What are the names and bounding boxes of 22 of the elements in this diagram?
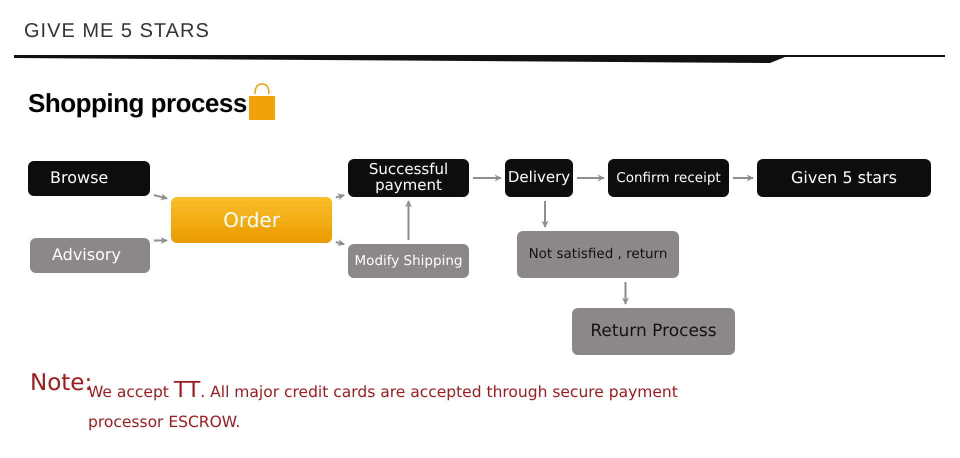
step-box: Browse [28, 161, 150, 196]
page-title: GIVE ME 5 STARS [24, 20, 210, 43]
arrow [405, 200, 412, 240]
step-box: Advisory [30, 238, 150, 273]
highlighted-step-box: Order [171, 197, 332, 243]
step-box: Confirm receipt [608, 159, 729, 197]
arrow [622, 282, 629, 305]
arrow [542, 201, 548, 228]
arrow [336, 239, 345, 246]
arrow [577, 174, 605, 182]
step-box: Return Process [572, 308, 735, 355]
arrow [154, 194, 168, 200]
arrow [473, 174, 502, 182]
step-box: Not satisfied , return [517, 231, 679, 278]
step-box: Successful payment [348, 159, 469, 197]
arrow [154, 237, 168, 244]
section-heading: Shopping process [28, 88, 247, 119]
arrow [336, 193, 345, 200]
step-box: Given 5 stars [757, 159, 931, 197]
arrow [733, 174, 754, 182]
step-box: Modify Shipping [348, 244, 469, 278]
step-box: Delivery [505, 159, 573, 197]
